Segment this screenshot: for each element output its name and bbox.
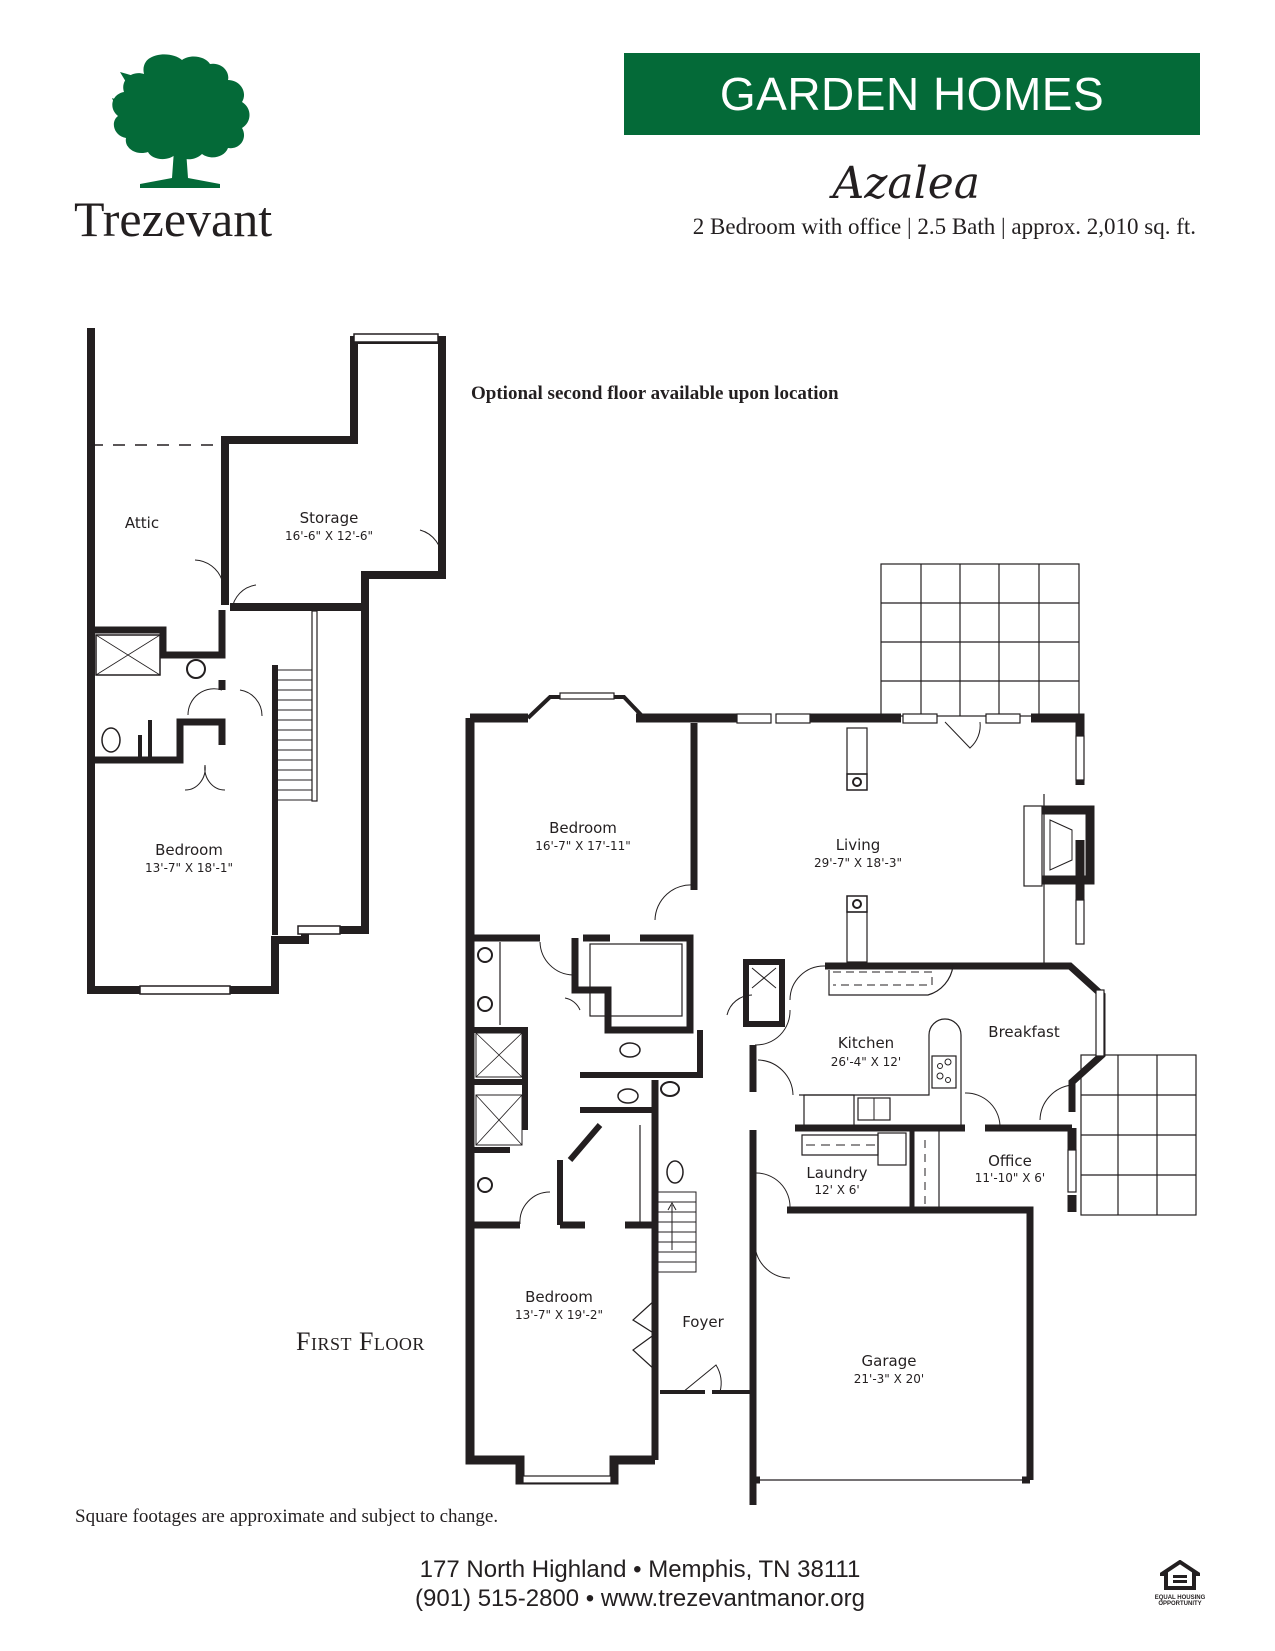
room-dims-kitchen: 26'-4" X 12' [831, 1055, 901, 1069]
room-label-bedroom-1: Bedroom [549, 819, 617, 837]
model-name-container: Azalea [624, 158, 1200, 209]
room-dims-office: 11'-10" X 6' [975, 1171, 1045, 1185]
second-floor-plan [87, 328, 446, 995]
room-dims-living: 29'-7" X 18'-3" [814, 856, 902, 870]
contact-block: 177 North Highland • Memphis, TN 38111 (… [380, 1555, 900, 1613]
brand-name: Trezevant [74, 191, 273, 247]
room-dims-bedroom-upper: 13'-7" X 18'-1" [145, 861, 233, 875]
room-dims-storage: 16'-6" X 12'-6" [285, 529, 373, 543]
room-label-kitchen: Kitchen [838, 1034, 894, 1052]
eho-line-2: OPPORTUNITY [1158, 1601, 1202, 1607]
room-dims-laundry: 12' X 6' [814, 1183, 859, 1197]
room-label-foyer: Foyer [682, 1313, 724, 1331]
room-label-breakfast: Breakfast [988, 1023, 1060, 1041]
second-floor-note: Optional second floor available upon loc… [471, 383, 839, 404]
room-label-bedroom-2: Bedroom [525, 1288, 593, 1306]
disclaimer: Square footages are approximate and subj… [75, 1506, 499, 1527]
room-dims-bedroom-2: 13'-7" X 19'-2" [515, 1308, 603, 1322]
model-specs: 2 Bedroom with office | 2.5 Bath | appro… [692, 214, 1196, 239]
banner-title: GARDEN HOMES [719, 68, 1105, 120]
room-label-attic: Attic [125, 514, 159, 532]
eho-line-1: EQUAL HOUSING [1154, 1595, 1206, 1601]
room-dims-garage: 21'-3" X 20' [854, 1372, 924, 1386]
header-banner: GARDEN HOMES [624, 53, 1200, 135]
room-label-bedroom-upper: Bedroom [155, 841, 223, 859]
room-label-office: Office [988, 1152, 1032, 1170]
equal-housing-house-icon [1155, 1559, 1205, 1590]
room-label-garage: Garage [862, 1352, 917, 1370]
first-floor-plan [465, 563, 1197, 1505]
room-label-storage: Storage [300, 509, 359, 527]
room-label-living: Living [836, 836, 881, 854]
model-name: Azalea [832, 158, 980, 209]
brand-logo [70, 50, 290, 195]
room-dims-bedroom-1: 16'-7" X 17'-11" [535, 839, 631, 853]
equal-housing-logo: EQUAL HOUSING OPPORTUNITY [1152, 1559, 1208, 1607]
contact-line: (901) 515-2800 • www.trezevantmanor.org [415, 1585, 865, 1612]
address-line: 177 North Highland • Memphis, TN 38111 [419, 1556, 861, 1583]
oak-tree-icon [112, 54, 250, 188]
room-label-laundry: Laundry [806, 1164, 867, 1182]
first-floor-label: First Floor [296, 1327, 425, 1356]
